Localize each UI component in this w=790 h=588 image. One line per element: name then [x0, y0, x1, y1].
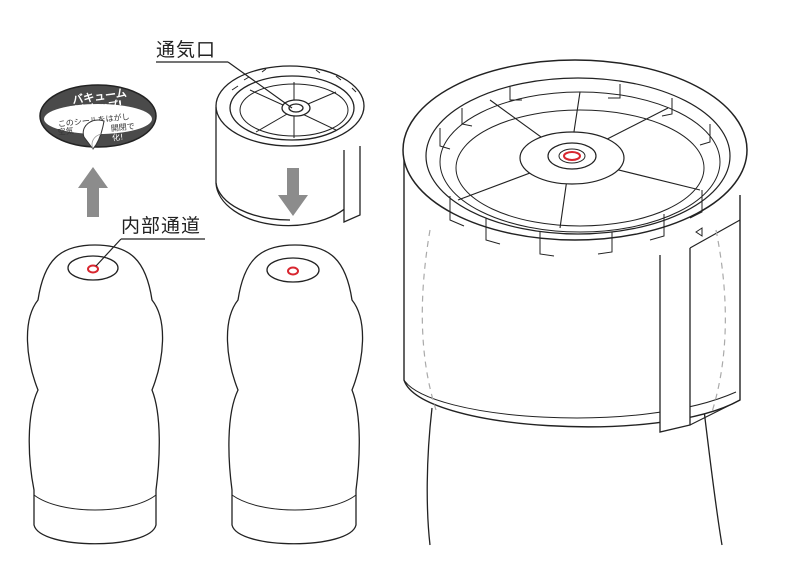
inner-channel-label: 内部通道 [121, 215, 202, 237]
down-arrow-icon [278, 168, 308, 216]
cap-zoom-large [402, 59, 748, 546]
sticker-text-line4b: 開閉で [110, 122, 135, 133]
cup-middle [226, 244, 364, 545]
sticker-text-line5: 化! [112, 131, 124, 142]
up-arrow-icon [78, 167, 108, 217]
inner-channel-hole-left [87, 264, 99, 274]
seal-sticker: バキューム 対応カップ! このシールをはがし 空気 開閉で 化! [39, 84, 157, 150]
inner-channel-pointer-line [95, 238, 122, 267]
vent-cap-small [215, 65, 365, 227]
vent-label: 通気口 [156, 39, 217, 61]
sticker-peeled-corner [82, 119, 105, 150]
sticker-text-line4: 空気 [57, 125, 74, 137]
vent-hole-large [563, 151, 581, 161]
vent-pointer-line [227, 61, 293, 109]
cup-left [26, 244, 164, 545]
inner-channel-hole-middle [287, 266, 299, 276]
